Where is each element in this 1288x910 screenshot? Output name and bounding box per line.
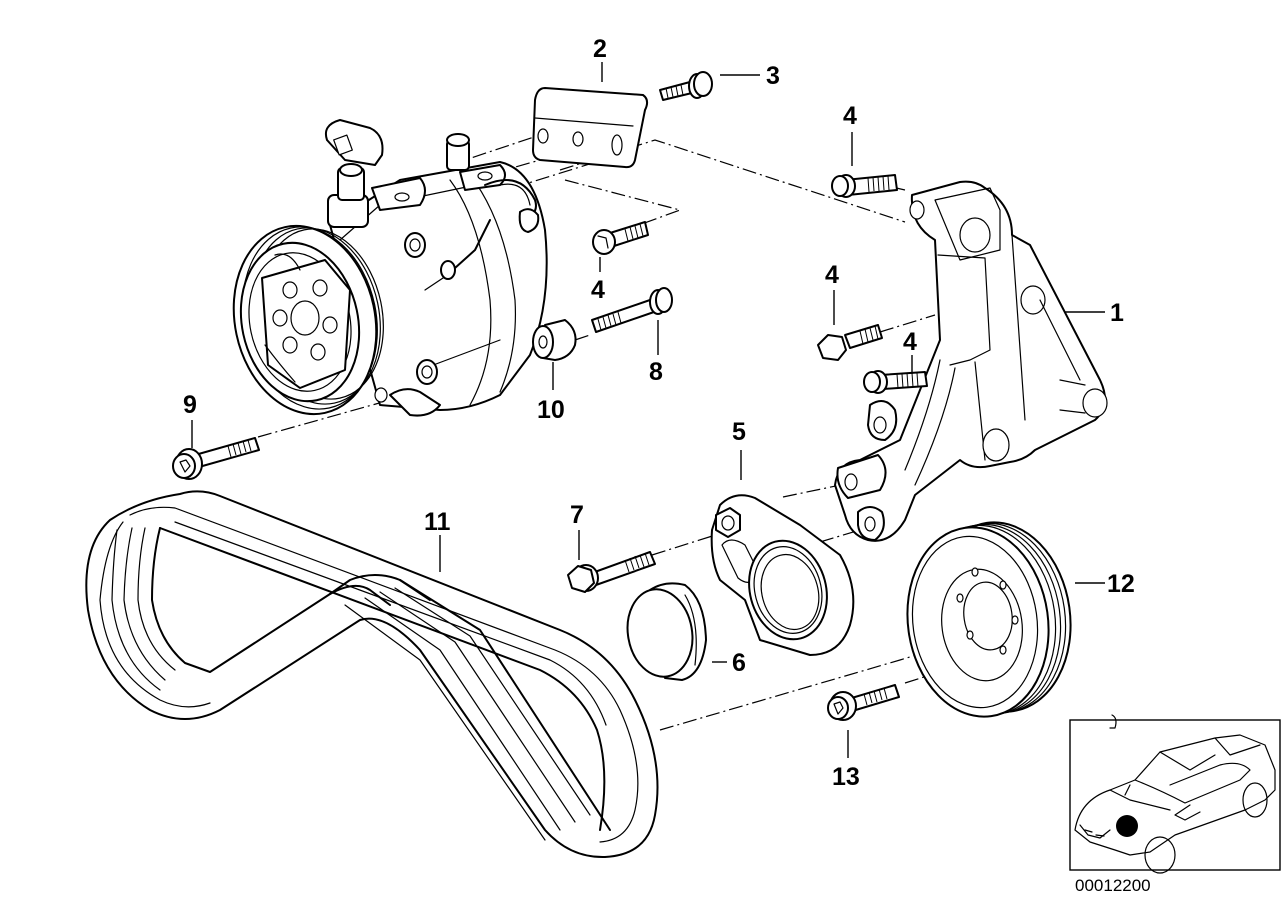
part-4-hex-bolt-a[interactable]: 4 [831,102,898,198]
callout-11: 11 [424,508,451,536]
ac-compressor[interactable] [217,119,548,427]
callout-5: 5 [732,418,746,446]
callout-3: 3 [766,62,780,90]
location-marker-icon [1116,815,1138,837]
callout-10: 10 [537,396,565,424]
vehicle-locator-inset [1069,714,1281,874]
part-5-tensioner-pulley[interactable]: 5 [710,418,855,656]
part-4-hex-bolt-c[interactable]: 4 [817,261,883,361]
callout-4b: 4 [591,276,605,304]
callout-4c: 4 [825,261,839,289]
callout-8: 8 [649,358,663,386]
callout-4d: 4 [903,328,917,356]
part-13-torx-bolt[interactable]: 13 [827,684,900,791]
part-4-hex-bolt-b[interactable]: 4 [591,221,649,304]
callout-9: 9 [183,391,197,419]
part-12-belt-pulley[interactable]: 12 [895,513,1135,726]
part-3-screw[interactable]: 3 [659,62,780,101]
callout-2: 2 [593,35,607,63]
callout-7: 7 [570,501,584,529]
callout-12: 12 [1107,570,1135,598]
part-4-hex-bolt-d[interactable]: 4 [863,328,928,394]
part-1-support-bracket[interactable]: 1 [834,180,1124,542]
part-7-hex-bolt[interactable]: 7 [567,501,656,593]
reference-number: 00012200 [1075,876,1151,895]
part-11-ribbed-belt[interactable]: 11 [85,490,659,859]
part-8-long-bolt[interactable]: 8 [591,287,673,386]
part-6-dust-cap[interactable]: 6 [621,582,746,682]
callout-1: 1 [1110,299,1124,327]
callout-4a: 4 [843,102,857,130]
callout-6: 6 [732,649,746,677]
part-2-bracket-plate[interactable]: 2 [532,35,649,169]
callout-13: 13 [832,763,860,791]
car-outline-icon [1074,714,1276,874]
part-10-spacer-sleeve[interactable]: 10 [532,319,577,424]
part-9-torx-bolt[interactable]: 9 [172,391,260,480]
